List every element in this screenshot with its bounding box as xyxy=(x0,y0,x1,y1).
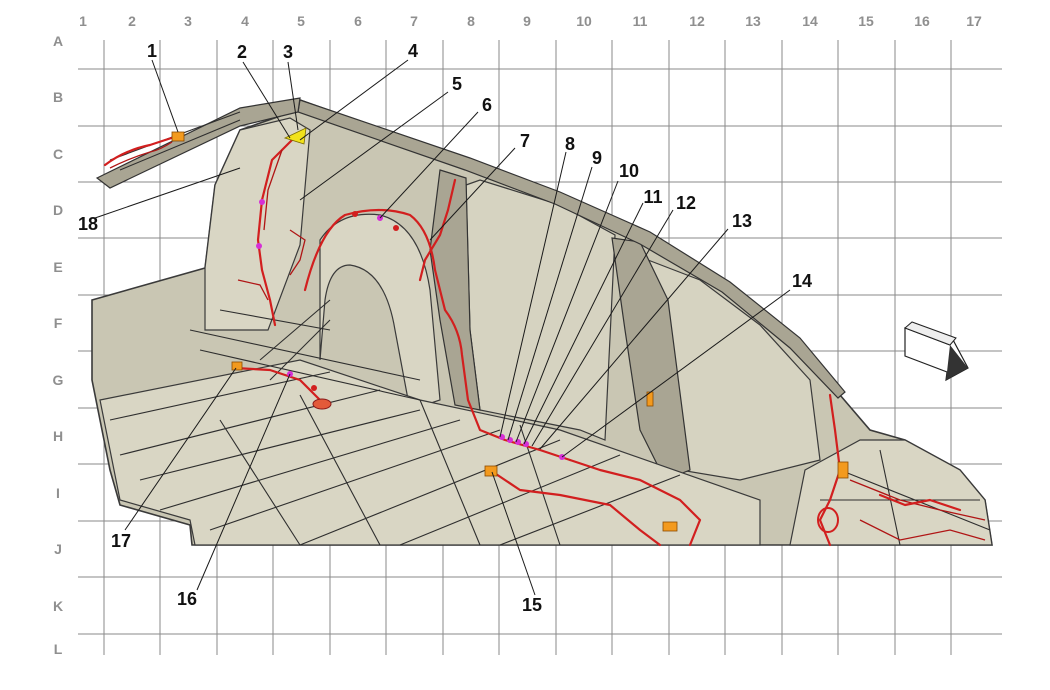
connector-magenta xyxy=(499,434,505,440)
front-direction-arrow-icon xyxy=(904,321,969,382)
connector-orange xyxy=(662,521,678,532)
grid-row-label: J xyxy=(54,541,62,557)
grid-row-label: G xyxy=(53,372,64,388)
harness-floor-main xyxy=(568,458,702,547)
harness-c-pillar-run xyxy=(418,178,457,282)
callout-12: 12 xyxy=(676,193,696,213)
wiring-harness xyxy=(103,127,986,547)
harness-top-left-branch xyxy=(103,134,180,167)
callout-7: 7 xyxy=(520,131,530,151)
grid-column-label: 4 xyxy=(241,13,249,29)
grid-column-label: 8 xyxy=(467,13,475,29)
connector-magenta xyxy=(507,437,513,443)
grid-column-label: 9 xyxy=(523,13,531,29)
harness-front-branch xyxy=(818,393,842,547)
connector-magenta xyxy=(256,243,262,249)
callout-15: 15 xyxy=(522,595,542,615)
grid-column-label: 1 xyxy=(79,13,87,29)
grid-column-label: 2 xyxy=(128,13,136,29)
grid-column-label: 14 xyxy=(802,13,818,29)
harness-pillar-run xyxy=(256,138,294,327)
grid-column-label: 3 xyxy=(184,13,192,29)
callout-leader-lines xyxy=(94,59,791,596)
grid-column-label: 16 xyxy=(914,13,930,29)
connector-orange xyxy=(171,131,185,142)
grid-column-label: 7 xyxy=(410,13,418,29)
callout-14: 14 xyxy=(792,271,812,291)
grid-row-label: C xyxy=(53,146,63,162)
callout-2: 2 xyxy=(237,42,247,62)
harness-grommet xyxy=(312,398,332,410)
rear-cross-member xyxy=(95,97,301,189)
grid-column-label: 6 xyxy=(354,13,362,29)
callout-13: 13 xyxy=(732,211,752,231)
grid-column-label: 5 xyxy=(297,13,305,29)
vehicle-body-cutaway xyxy=(91,97,993,546)
connector-magenta xyxy=(515,439,521,445)
callout-9: 9 xyxy=(592,148,602,168)
grid-column-label: 17 xyxy=(966,13,982,29)
callout-11: 11 xyxy=(643,187,662,207)
grid-column-label: 13 xyxy=(745,13,761,29)
connector-orange xyxy=(484,465,498,477)
callout-numbers: 1 2 3 4 5 6 7 8 9 10 11 12 13 14 15 16 1… xyxy=(78,41,812,615)
callout-16: 16 xyxy=(177,589,197,609)
callout-10: 10 xyxy=(619,161,639,181)
harness-floor-branch xyxy=(488,468,662,547)
callout-1: 1 xyxy=(147,41,157,61)
connector-magenta xyxy=(259,199,265,205)
grid-row-label: E xyxy=(53,259,62,275)
callout-8: 8 xyxy=(565,134,575,154)
connector-orange xyxy=(231,361,243,371)
floor-panel xyxy=(99,359,761,546)
grid-row-label: A xyxy=(53,33,63,49)
harness-rear-floor xyxy=(233,366,322,402)
connector-orange xyxy=(837,461,849,479)
grid-column-label: 15 xyxy=(858,13,874,29)
callout-5: 5 xyxy=(452,74,462,94)
grid-row-label: D xyxy=(53,202,63,218)
grid-column-label: 12 xyxy=(689,13,705,29)
callout-17: 17 xyxy=(111,531,131,551)
harness-wheelhouse-arch xyxy=(303,208,572,462)
grid-row-label: B xyxy=(53,89,63,105)
grid-row-label: F xyxy=(54,315,63,331)
roof-rail xyxy=(297,99,846,399)
connector-magenta xyxy=(523,441,529,447)
grid-row-label: H xyxy=(53,428,63,444)
grid-row-label: I xyxy=(56,485,60,501)
callout-4: 4 xyxy=(408,41,418,61)
grid-row-label: L xyxy=(54,641,63,657)
grid-column-label: 11 xyxy=(633,13,648,29)
grid-column-label: 10 xyxy=(576,13,592,29)
grid-row-label: K xyxy=(53,598,63,614)
callout-18: 18 xyxy=(78,214,98,234)
callout-3: 3 xyxy=(283,42,293,62)
callout-6: 6 xyxy=(482,95,492,115)
